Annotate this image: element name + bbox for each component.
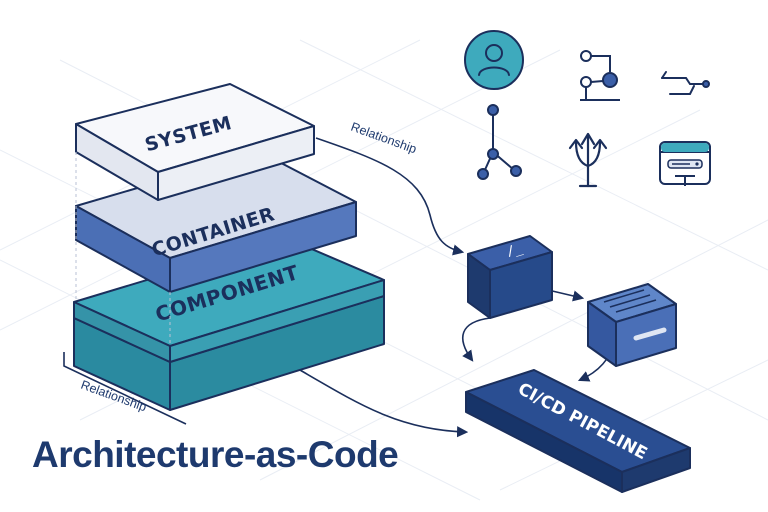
arrow-system-to-terminal [315, 137, 465, 256]
container-layer[interactable]: CONTAINER [75, 151, 357, 293]
storage-cube-icon[interactable] [587, 283, 677, 367]
stack-guides [75, 152, 171, 346]
page-title: Architecture-as-Code [32, 434, 399, 475]
terminal-cube-icon[interactable]: /_ [467, 235, 553, 319]
terminal-prompt: /_ [505, 241, 524, 260]
arrow-terminal-to-storage [547, 289, 585, 302]
user-icon[interactable] [464, 30, 524, 90]
trident-icon [568, 132, 608, 188]
git-merge-icon [661, 71, 710, 95]
arrow-terminal-to-pipeline [462, 317, 491, 362]
cicd-pipeline[interactable]: CI/CD PIPELINE [465, 369, 691, 493]
component-layer[interactable]: COMPONENT [73, 237, 385, 411]
git-branch-icon [477, 104, 522, 180]
server-icon [659, 141, 711, 186]
arrow-component-to-pipeline [299, 369, 469, 438]
system-layer[interactable]: SYSTEM [75, 83, 315, 201]
relationship-bracket [63, 352, 187, 425]
git-commit-icon [580, 50, 620, 101]
